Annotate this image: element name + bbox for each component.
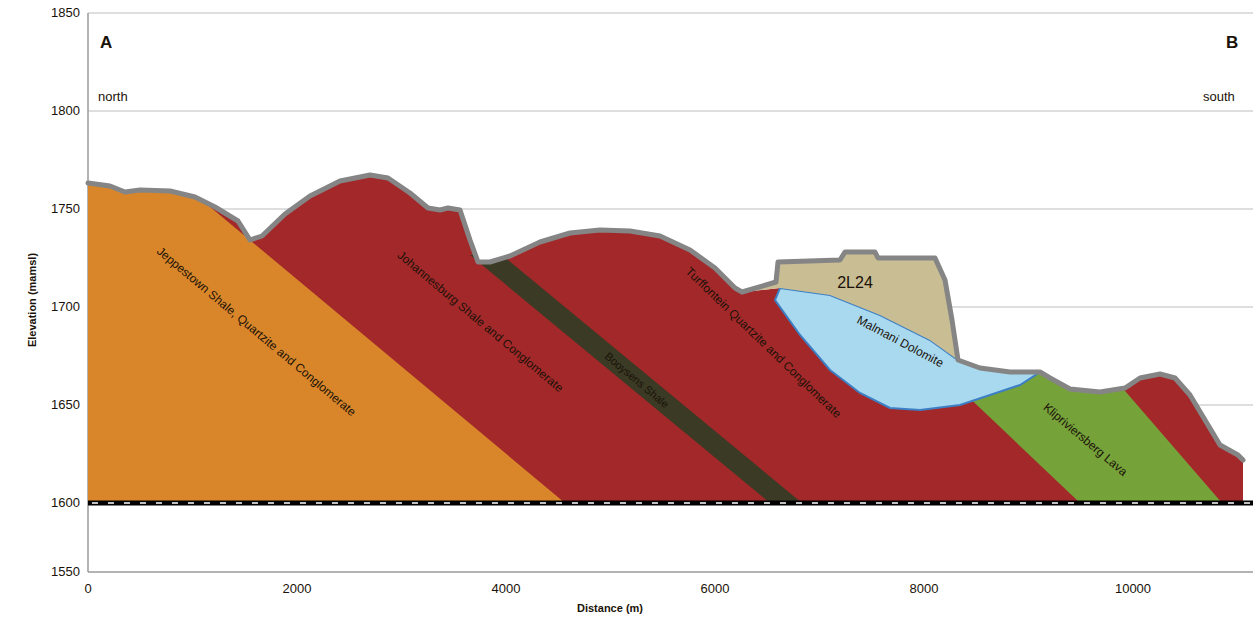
- x-axis: [88, 571, 1253, 573]
- tick-label: 2000: [283, 582, 312, 596]
- ground-surface: [88, 175, 1243, 460]
- datum-line: [88, 501, 1253, 506]
- booysens-layer: [470, 255, 802, 503]
- jeppestown-layer: [58, 100, 565, 503]
- datum-dashes: [92, 502, 1253, 504]
- geology-layers: [58, 100, 1248, 510]
- tick-label: 1800: [51, 104, 80, 118]
- tick-label: 1700: [51, 300, 80, 314]
- tick-label: 8000: [910, 582, 939, 596]
- section-end: B: [1226, 34, 1238, 53]
- direction-label: south: [1203, 90, 1235, 104]
- tick-label: 1550: [51, 565, 80, 579]
- tick-label: 0: [84, 582, 91, 596]
- tick-label: 10000: [1115, 582, 1151, 596]
- axis-title: Distance (m): [577, 602, 643, 614]
- tick-label: 4000: [492, 582, 521, 596]
- tick-label: 1650: [51, 398, 80, 412]
- tick-label: 1600: [51, 496, 80, 510]
- dump-label: 2L24: [837, 274, 873, 292]
- tailings-dump: [742, 252, 958, 360]
- tick-label: 1850: [51, 6, 80, 20]
- tick-label: 6000: [701, 582, 730, 596]
- axis-title: Elevation (mamsl): [26, 253, 38, 347]
- section-end: A: [100, 34, 112, 53]
- tick-label: 1750: [51, 202, 80, 216]
- direction-label: north: [98, 90, 128, 104]
